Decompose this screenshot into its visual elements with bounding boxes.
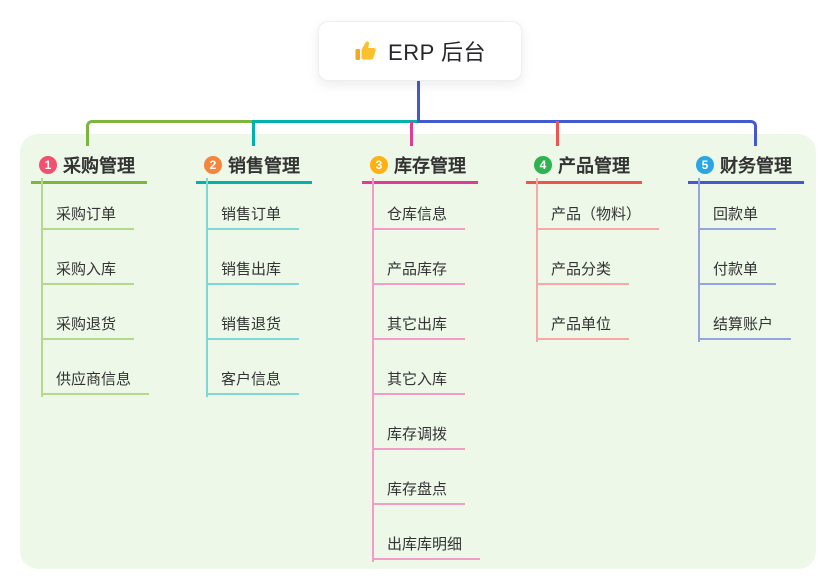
node-warehouse-info[interactable]: 仓库信息: [372, 206, 466, 230]
node-sales-order[interactable]: 销售订单: [206, 206, 300, 230]
node-product-stock[interactable]: 产品库存: [372, 261, 466, 285]
branch-finance-title[interactable]: 5 财务管理: [688, 152, 804, 184]
branch-child-connector: [536, 178, 538, 342]
node-other-inbound[interactable]: 其它入库: [372, 371, 466, 395]
node-stock-transfer[interactable]: 库存调拨: [372, 426, 466, 450]
branch-title-label: 库存管理: [394, 156, 466, 176]
branch-child-connector: [698, 178, 700, 342]
node-purchase-order[interactable]: 采购订单: [41, 206, 135, 230]
node-payment-bill[interactable]: 付款单: [698, 261, 777, 285]
branch-number-badge: 1: [39, 156, 57, 174]
node-purchase-return[interactable]: 采购退货: [41, 316, 135, 340]
node-other-outbound[interactable]: 其它出库: [372, 316, 466, 340]
root-node-label: ERP 后台: [388, 40, 486, 65]
node-outbound-detail[interactable]: 出库库明细: [372, 536, 481, 560]
node-customer-info[interactable]: 客户信息: [206, 371, 300, 395]
branch-number-badge: 4: [534, 156, 552, 174]
branches-background-panel: [20, 134, 816, 569]
branch-number-badge: 2: [204, 156, 222, 174]
branch-product-title[interactable]: 4 产品管理: [526, 152, 642, 184]
node-product-unit[interactable]: 产品单位: [536, 316, 630, 340]
connector-inventory-drop: [410, 121, 413, 146]
branch-title-label: 销售管理: [228, 156, 300, 176]
branch-child-connector: [206, 178, 208, 397]
branch-number-badge: 5: [696, 156, 714, 174]
connector-sales-drop: [252, 120, 255, 146]
node-product-material[interactable]: 产品（物料）: [536, 206, 660, 230]
branch-child-connector: [372, 178, 374, 562]
branch-purchase: 1 采购管理 采购订单 采购入库 采购退货 供应商信息: [31, 152, 191, 397]
branch-title-label: 采购管理: [63, 156, 135, 176]
node-sales-return[interactable]: 销售退货: [206, 316, 300, 340]
branch-purchase-title[interactable]: 1 采购管理: [31, 152, 147, 184]
branch-child-connector: [41, 178, 43, 397]
connector-sales-horizontal: [252, 120, 417, 123]
node-settlement-account[interactable]: 结算账户: [698, 316, 792, 340]
node-sales-outbound[interactable]: 销售出库: [206, 261, 300, 285]
branch-finance: 5 财务管理 回款单 付款单 结算账户: [688, 152, 839, 342]
connector-purchase-elbow: [86, 120, 252, 146]
root-connector-line: [417, 80, 420, 123]
branch-sales-title[interactable]: 2 销售管理: [196, 152, 312, 184]
thumbs-up-icon: [354, 39, 378, 63]
node-supplier-info[interactable]: 供应商信息: [41, 371, 150, 395]
node-product-category[interactable]: 产品分类: [536, 261, 630, 285]
branch-inventory: 3 库存管理 仓库信息 产品库存 其它出库 其它入库 库存调拨 库存盘点 出库库…: [362, 152, 522, 562]
branch-sales: 2 销售管理 销售订单 销售出库 销售退货 客户信息: [196, 152, 356, 397]
branch-number-badge: 3: [370, 156, 388, 174]
node-purchase-inbound[interactable]: 采购入库: [41, 261, 135, 285]
branch-title-label: 产品管理: [558, 156, 630, 176]
connector-product-drop: [556, 121, 559, 146]
root-node[interactable]: ERP 后台: [318, 21, 522, 81]
connector-finance-elbow: [417, 120, 757, 146]
branch-product: 4 产品管理 产品（物料） 产品分类 产品单位: [526, 152, 686, 342]
branch-inventory-title[interactable]: 3 库存管理: [362, 152, 478, 184]
branch-title-label: 财务管理: [720, 156, 792, 176]
node-stock-taking[interactable]: 库存盘点: [372, 481, 466, 505]
node-receipt-bill[interactable]: 回款单: [698, 206, 777, 230]
